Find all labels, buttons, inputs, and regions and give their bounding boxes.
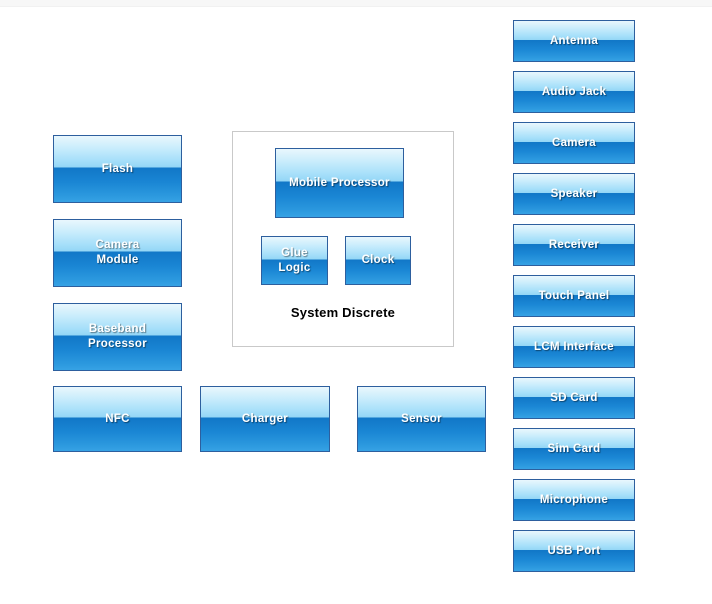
block-microphone[interactable]: Microphone [513,479,635,521]
block-sd-card[interactable]: SD Card [513,377,635,419]
block-label: Receiver [548,238,600,251]
block-label: Camera Module [95,239,140,266]
block-antenna[interactable]: Antenna [513,20,635,62]
block-glue-logic[interactable]: Glue Logic [261,236,328,285]
block-label: Speaker [550,187,598,200]
block-camera[interactable]: Camera [513,122,635,164]
block-sensor[interactable]: Sensor [357,386,486,452]
block-clock[interactable]: Clock [345,236,411,285]
block-label: Clock [361,254,395,266]
block-mobile-processor[interactable]: Mobile Processor [275,148,404,218]
block-label: Charger [241,412,289,425]
block-label: Mobile Processor [289,176,390,189]
block-label: Antenna [549,34,599,47]
block-label: Touch Panel [538,289,610,302]
block-charger[interactable]: Charger [200,386,330,452]
block-label: NFC [105,412,130,425]
block-label: Glue Logic [278,246,311,274]
block-label: Camera [552,136,596,149]
block-sim-card[interactable]: Sim Card [513,428,635,470]
block-flash[interactable]: Flash [53,135,182,203]
block-label: Microphone [539,493,609,506]
block-nfc[interactable]: NFC [53,386,182,452]
block-audio-jack[interactable]: Audio Jack [513,71,635,113]
block-baseband-processor[interactable]: Baseband Processor [53,303,182,371]
block-speaker[interactable]: Speaker [513,173,635,215]
block-label: USB Port [547,544,601,557]
system-discrete-panel [232,131,454,347]
block-lcm-interface[interactable]: LCM Interface [513,326,635,368]
block-camera-module[interactable]: Camera Module [53,219,182,287]
block-touch-panel[interactable]: Touch Panel [513,275,635,317]
block-label: Sensor [401,412,442,425]
block-receiver[interactable]: Receiver [513,224,635,266]
block-label: Flash [101,162,134,175]
system-discrete-title: System Discrete [290,305,396,320]
block-label: LCM Interface [534,340,614,353]
block-label: SD Card [550,391,598,404]
block-label: Sim Card [547,442,601,455]
block-usb-port[interactable]: USB Port [513,530,635,572]
top-strip [0,0,712,7]
block-label: Baseband Processor [88,323,147,350]
block-label: Audio Jack [541,85,607,98]
